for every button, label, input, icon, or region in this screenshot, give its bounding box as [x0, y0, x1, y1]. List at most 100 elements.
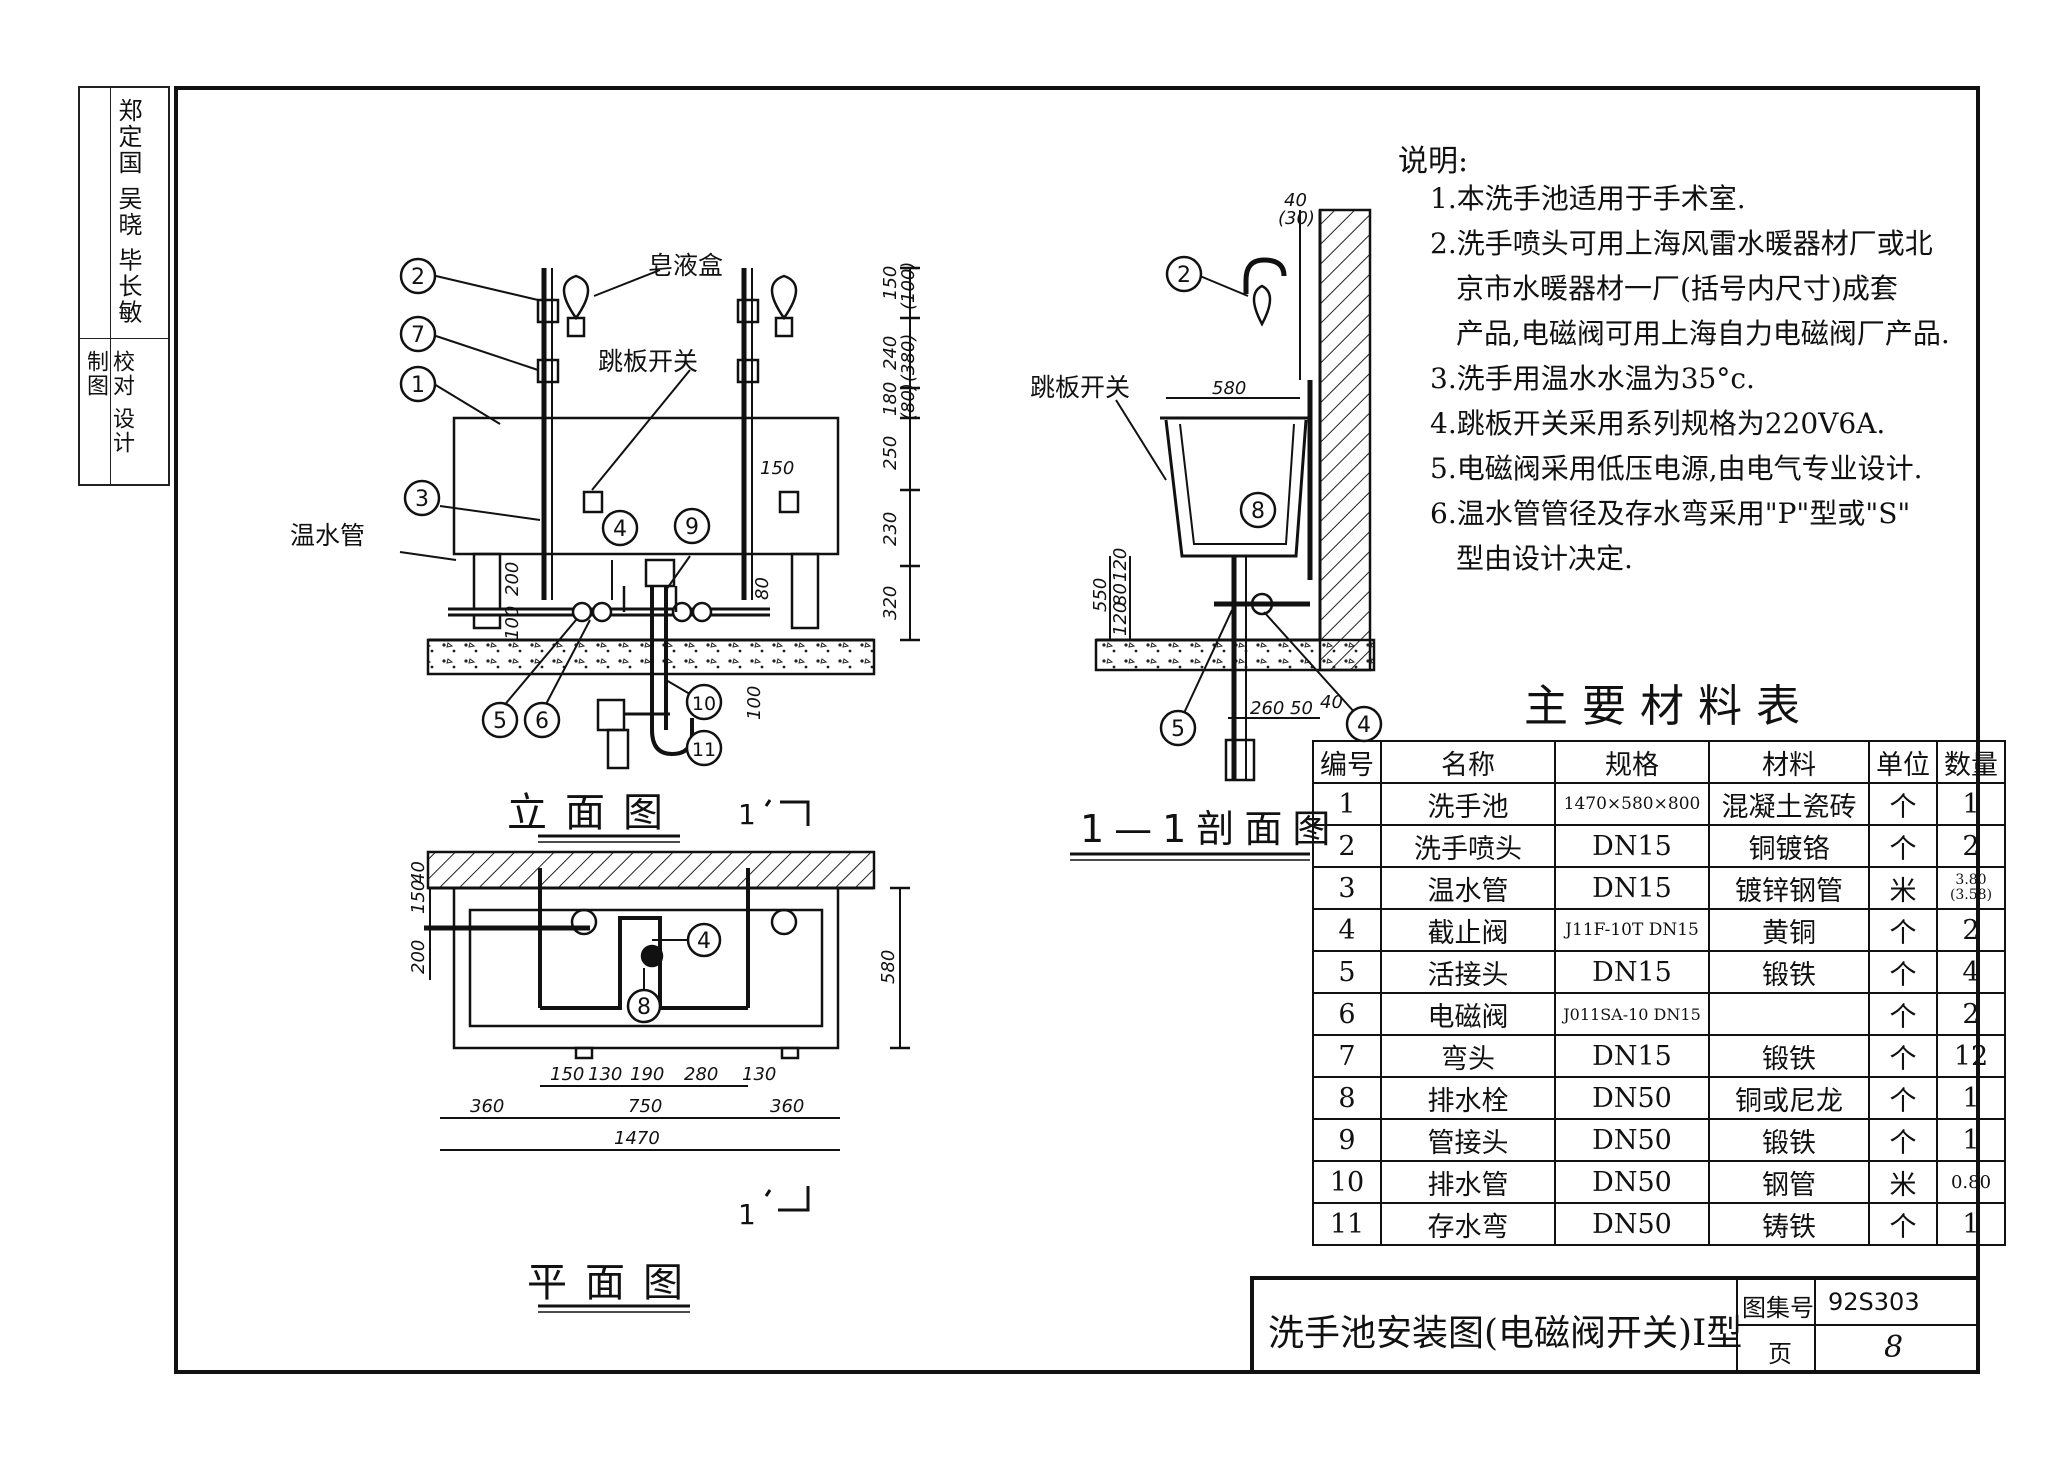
- table-header-cell: 名称: [1380, 740, 1556, 784]
- table-cell: 镀锌钢管: [1708, 866, 1870, 910]
- elevation-labels: 皂液盒 跳板开关 温水管: [290, 251, 723, 550]
- table-cell: 个: [1868, 1118, 1938, 1162]
- table-cell: 3.80 (3.58): [1936, 866, 2006, 910]
- dim-text: 580: [878, 950, 899, 984]
- dim-text: 150: [550, 1064, 584, 1085]
- table-cell: 锻铁: [1708, 1118, 1870, 1162]
- table-cell: 1: [1312, 782, 1382, 826]
- table-cell: 温水管: [1380, 866, 1556, 910]
- callout-number: 4: [1357, 713, 1371, 738]
- table-cell: DN50: [1554, 1118, 1710, 1162]
- dim-text: 120: [1110, 602, 1131, 636]
- section-view: [1094, 208, 1376, 782]
- dim-text: 130: [588, 1064, 622, 1085]
- basin-leg: [790, 552, 820, 630]
- dim-text: 1470: [614, 1128, 660, 1149]
- stamp-divider: [80, 338, 168, 339]
- table-cell: J11F-10T DN15: [1554, 908, 1710, 952]
- table-cell: 个: [1868, 908, 1938, 952]
- table-cell: 1470×580×800: [1554, 782, 1710, 826]
- stamp-roles: 校对 设计 制图: [83, 350, 134, 455]
- dim-text: (30): [1278, 208, 1315, 229]
- soap-box: [770, 274, 798, 321]
- callout-circle: [399, 257, 437, 295]
- dim-text: 260: [1250, 698, 1284, 719]
- callout-number: 8: [637, 995, 651, 1020]
- dim-text: 230: [880, 512, 901, 546]
- table-cell: 混凝土瓷砖: [1708, 782, 1870, 826]
- elevation-dims: 150 (100) 240 (380) 180 (80) 250 230 320…: [502, 262, 919, 720]
- table-cell: 3: [1312, 866, 1382, 910]
- dim-text: 40: [1284, 190, 1307, 211]
- callout-circle: [1239, 491, 1277, 529]
- callout-circle: [626, 988, 662, 1024]
- table-cell: 7: [1312, 1034, 1382, 1078]
- table-cell: 个: [1868, 1202, 1938, 1246]
- table-cell: 米: [1868, 866, 1938, 910]
- page-label: 页: [1768, 1340, 1792, 1368]
- wall-hatch: [1318, 208, 1372, 672]
- atlas-label: 图集号: [1742, 1294, 1814, 1322]
- callout-circle: [1159, 709, 1197, 747]
- table-cell: 弯头: [1380, 1034, 1556, 1078]
- note-line: 5.电磁阀采用低压电源,由电气专业设计.: [1430, 452, 1923, 485]
- table-cell: 1: [1936, 1076, 2006, 1120]
- table-cell: 8: [1312, 1076, 1382, 1120]
- basin-plan: [452, 886, 840, 1050]
- table-row: 2 洗手喷头 DN15 铜镀铬 个 2: [1312, 824, 2006, 868]
- table-cell: 9: [1312, 1118, 1382, 1162]
- callout-number: 6: [535, 709, 549, 734]
- dim-text: 120: [1110, 548, 1131, 582]
- plan-dims: 150 40 200 580 150 130 190 280 130 360 7…: [408, 861, 899, 1149]
- dim-text: 360: [770, 1096, 804, 1117]
- elevation-callout-numbers: 2 7 1 3 4 9 5 6 10 11: [411, 265, 716, 761]
- table-cell: 排水栓: [1380, 1076, 1556, 1120]
- table-cell: 个: [1868, 824, 1938, 868]
- table-cell: 铸铁: [1708, 1202, 1870, 1246]
- table-row: 6 电磁阀 J011SA-10 DN15 个 2: [1312, 992, 2006, 1036]
- table-cell: 0.80: [1936, 1160, 2006, 1204]
- table-cell: 铜镀铬: [1708, 824, 1870, 868]
- approval-stamp: 校对 设计 制图 郑定国 吴晓 毕长敏: [78, 86, 170, 486]
- table-cell: 2: [1936, 908, 2006, 952]
- elevation-view: [399, 266, 920, 770]
- section-foot-switch-label: 跳板开关: [1030, 373, 1130, 402]
- callout-number: 3: [415, 487, 429, 512]
- table-cell: 电磁阀: [1380, 992, 1556, 1036]
- table-cell: 5: [1312, 950, 1382, 994]
- callout-circle: [673, 507, 711, 545]
- table-cell: DN50: [1554, 1076, 1710, 1120]
- notes-list: 1.本洗手池适用于手术室. 2.洗手喷头可用上海风雷水暖器材厂或北 京市水暖器材…: [1430, 176, 1950, 581]
- dim-text: 580: [1212, 378, 1246, 399]
- table-row: 8 排水栓 DN50 铜或尼龙 个 1: [1312, 1076, 2006, 1120]
- dim-text: (80): [898, 383, 919, 420]
- callout-circle: [601, 509, 639, 547]
- table-cell: [1708, 992, 1870, 1036]
- table-header-cell: 单位: [1868, 740, 1938, 784]
- table-cell: 个: [1868, 1076, 1938, 1120]
- table-header-cell: 编号: [1312, 740, 1382, 784]
- dim-text: 190: [630, 1064, 664, 1085]
- table-cell: 12: [1936, 1034, 2006, 1078]
- table-cell: 个: [1868, 782, 1938, 826]
- table-cell: 洗手池: [1380, 782, 1556, 826]
- faucet: [1243, 257, 1287, 294]
- callout-circle: [685, 683, 723, 721]
- basin-leg: [472, 552, 502, 630]
- title-divider: [1736, 1324, 1976, 1326]
- callout-number: 5: [493, 709, 507, 734]
- dim-text: 200: [502, 562, 523, 596]
- section-dims: 40 (30) 580 550 120 80 120 260 50 40: [1090, 190, 1343, 719]
- table-cell: 个: [1868, 1034, 1938, 1078]
- table-cell: 4: [1312, 908, 1382, 952]
- title-divider: [1814, 1280, 1816, 1370]
- callout-number: 2: [1177, 263, 1191, 288]
- section-title: 1—1剖面图: [1080, 807, 1340, 851]
- table-row: 1 洗手池 1470×580×800 混凝土瓷砖 个 1: [1312, 782, 2006, 826]
- elevation-title-group: 立面图: [507, 790, 663, 836]
- stamp-names: 郑定国 吴晓 毕长敏: [114, 98, 142, 326]
- callout-circle: [686, 922, 722, 958]
- wall-hatch: [426, 850, 876, 890]
- dim-text: 280: [684, 1064, 718, 1085]
- callout-number: 5: [1171, 717, 1185, 742]
